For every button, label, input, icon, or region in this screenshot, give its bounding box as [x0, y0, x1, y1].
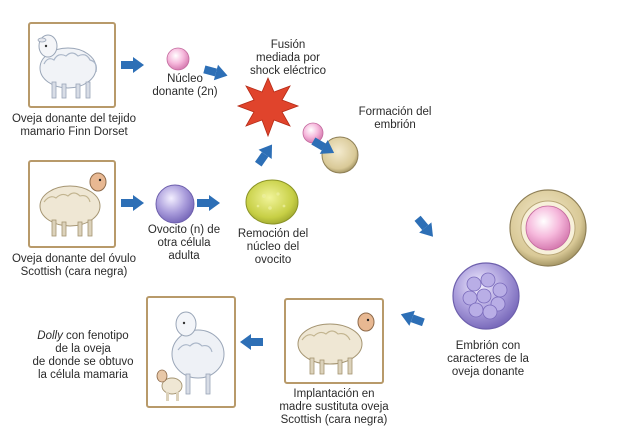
label-line: oveja donante	[451, 366, 525, 378]
label-line: Scottish (cara negra)	[20, 266, 128, 278]
embryo-inner-cell	[525, 205, 571, 251]
morula-cells	[462, 272, 508, 320]
label-line: la célula mamaria	[37, 369, 129, 381]
label-line: adulta	[168, 250, 200, 262]
dolly-and-lamb-illustration	[156, 311, 225, 401]
embryo-forming-cell	[321, 136, 359, 174]
enucleated-oocyte-cell	[245, 179, 299, 225]
label-embryo-formation: Formación del embrión	[343, 106, 447, 132]
label-line: de donde se obtuvo	[32, 356, 134, 368]
arrow-sheep-to-nucleus	[121, 57, 144, 73]
label-electric-fusion: Fusión mediada por shock eléctrico	[238, 39, 338, 78]
electric-shock-burst	[236, 76, 300, 138]
label-line: Remoción del	[237, 228, 309, 240]
label-line: Scottish (cara negra)	[280, 414, 388, 426]
surrogate-sheep-illustration	[297, 312, 375, 375]
label-line: ovocito	[254, 254, 292, 266]
label-line: Ovocito (n) de	[147, 224, 221, 236]
label-line: mediada por	[256, 52, 320, 64]
arrow-sheep-to-oocyte	[121, 195, 144, 211]
label-dolly: Dolly con fenotipo de la oveja de donde …	[28, 330, 138, 382]
label-line: de la oveja	[55, 343, 111, 355]
label-line: Dolly con fenotipo	[28, 330, 138, 343]
scottish-blackface-sheep-illustration	[39, 172, 107, 237]
label-line: donante (2n)	[152, 86, 218, 98]
dolly-frame	[146, 296, 236, 408]
label-finn-dorset-donor: Oveja donante del tejido mamario Finn Do…	[4, 113, 144, 139]
arrow-nucleus-to-fusion	[203, 64, 228, 81]
scottish-frame	[28, 160, 116, 248]
label-line: Oveja donante del tejido	[11, 113, 137, 125]
label-line: Fusión	[270, 39, 306, 51]
dolly-name: Dolly	[37, 330, 63, 342]
arrow-surrogate-to-dolly	[240, 334, 263, 350]
dolly-phenotype-text: con fenotipo	[62, 330, 129, 342]
label-line: núcleo del	[246, 241, 300, 253]
surrogate-frame	[284, 298, 384, 384]
label-line: madre sustituta oveja	[279, 401, 389, 413]
donor-nucleus-cell	[166, 47, 190, 71]
label-line: embrión	[374, 119, 416, 131]
label-line: Núcleo	[167, 73, 203, 85]
label-line: mamario Finn Dorset	[20, 126, 128, 138]
arrow-embryo-to-morula	[414, 215, 433, 237]
label-scottish-egg-donor: Oveja donante del óvulo Scottish (cara n…	[4, 253, 144, 279]
label-implantation: Implantación en madre sustituta oveja Sc…	[268, 388, 400, 427]
arrow-oocyte-to-removal	[197, 195, 220, 211]
label-line: otra célula	[157, 237, 211, 249]
label-line: Oveja donante del óvulo	[11, 253, 137, 265]
finn-dorset-frame	[28, 22, 116, 108]
label-line: Implantación en	[293, 388, 375, 400]
label-line: Formación del	[358, 106, 432, 118]
label-line: shock eléctrico	[249, 65, 327, 77]
fusing-nucleus-cell	[302, 122, 324, 144]
label-embryo-traits: Embrión con caracteres de la oveja donan…	[436, 340, 540, 379]
oocyte-granules	[256, 192, 286, 210]
label-line: Embrión con	[455, 340, 521, 352]
label-donor-nucleus: Núcleo donante (2n)	[140, 73, 230, 99]
label-nucleus-removal: Remoción del núcleo del ovocito	[228, 228, 318, 267]
finn-dorset-sheep-illustration	[37, 34, 97, 99]
arrow-morula-to-surrogate	[400, 310, 425, 327]
oocyte-cell	[155, 184, 195, 224]
label-line: caracteres de la	[447, 353, 529, 365]
label-oocyte: Ovocito (n) de otra célula adulta	[140, 224, 228, 263]
arrow-removal-to-fusion	[254, 144, 273, 167]
arrow-fusion-to-embryo	[311, 137, 335, 154]
